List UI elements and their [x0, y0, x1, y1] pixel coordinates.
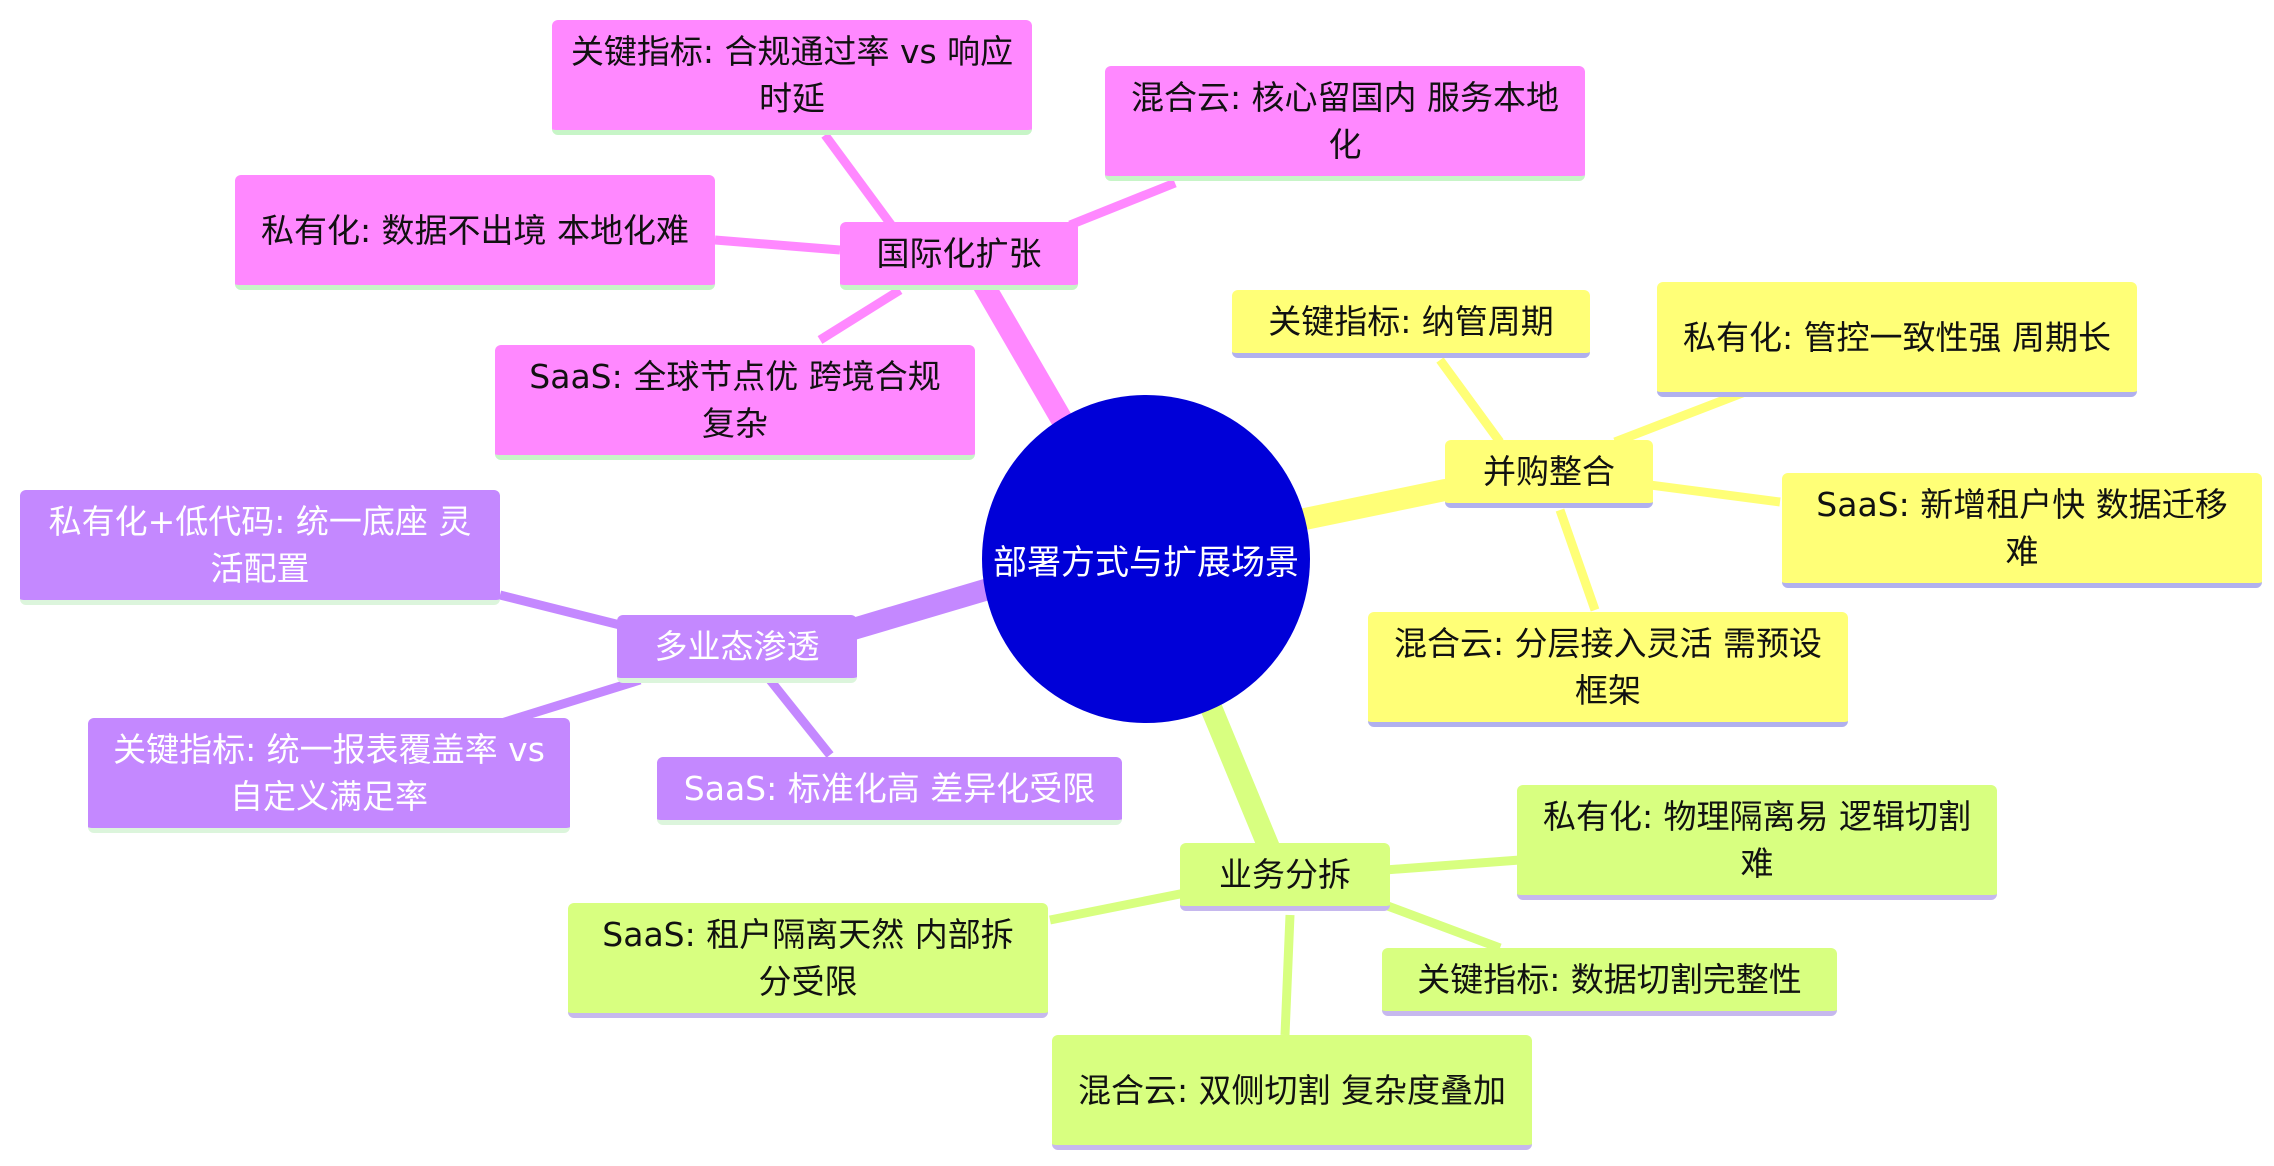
branch-merge-label: 并购整合 [1483, 452, 1615, 491]
intl-leaf-1[interactable]: 混合云: 核心留国内 服务本地化 [1105, 66, 1585, 181]
leaf-text: 关键指标: 合规通过率 vs 响应时延 [570, 32, 1014, 118]
merge-leaf-1[interactable]: 私有化: 管控一致性强 周期长 [1657, 282, 2137, 397]
branch-intl[interactable]: 国际化扩张 [840, 222, 1078, 290]
link-merge-leaf-2 [1649, 480, 1781, 507]
intl-leaf-2[interactable]: 私有化: 数据不出境 本地化难 [235, 175, 715, 290]
link-root-merge [1289, 479, 1456, 531]
leaf-text: 私有化: 物理隔离易 逻辑切割难 [1542, 797, 1972, 883]
link-merge-leaf-1 [1613, 385, 1752, 447]
merge-leaf-3[interactable]: 混合云: 分层接入灵活 需预设框架 [1368, 612, 1848, 727]
leaf-text: SaaS: 全球节点优 跨境合规复杂 [529, 357, 941, 443]
leaf-text: 混合云: 分层接入灵活 需预设框架 [1393, 624, 1823, 710]
link-multi-leaf-0 [498, 590, 622, 630]
split-leaf-0[interactable]: 私有化: 物理隔离易 逻辑切割难 [1517, 785, 1997, 900]
leaf-text: 私有化: 数据不出境 本地化难 [260, 210, 690, 250]
root-label: 部署方式与扩展场景 [993, 542, 1299, 583]
leaf-text: 混合云: 核心留国内 服务本地化 [1130, 78, 1560, 164]
link-split-leaf-2 [1383, 900, 1502, 953]
leaf-text: 混合云: 双侧切割 复杂度叠加 [1077, 1070, 1507, 1110]
link-split-leaf-0 [1384, 855, 1521, 875]
link-intl-leaf-2 [714, 235, 841, 255]
link-merge-leaf-0 [1436, 357, 1504, 445]
link-root-multi [839, 579, 996, 641]
multi-leaf-1[interactable]: 关键指标: 统一报表覆盖率 vs 自定义满足率 [88, 718, 570, 833]
branch-multi[interactable]: 多业态渗透 [617, 615, 857, 683]
branch-multi-label: 多业态渗透 [654, 627, 820, 666]
leaf-text: 私有化+低代码: 统一底座 灵活配置 [48, 502, 472, 588]
leaf-text: SaaS: 租户隔离天然 内部拆分受限 [602, 915, 1014, 1001]
root-node[interactable]: 部署方式与扩展场景 [982, 395, 1310, 723]
leaf-text: 关键指标: 纳管周期 [1268, 302, 1554, 341]
intl-leaf-0[interactable]: 关键指标: 合规通过率 vs 响应时延 [552, 20, 1032, 135]
leaf-text: 私有化: 管控一致性强 周期长 [1682, 317, 2112, 357]
split-leaf-1[interactable]: SaaS: 租户隔离天然 内部拆分受限 [568, 903, 1048, 1018]
link-split-leaf-3 [1280, 914, 1295, 1036]
link-merge-leaf-3 [1555, 508, 1600, 612]
merge-leaf-0[interactable]: 关键指标: 纳管周期 [1232, 290, 1590, 358]
leaf-text: SaaS: 标准化高 差异化受限 [683, 769, 1096, 808]
link-intl-leaf-1 [1068, 178, 1177, 230]
link-root-split [1199, 694, 1281, 861]
branch-split-label: 业务分拆 [1219, 855, 1351, 894]
leaf-text: SaaS: 新增租户快 数据迁移难 [1816, 485, 2228, 571]
branch-intl-label: 国际化扩张 [876, 234, 1042, 273]
branch-merge[interactable]: 并购整合 [1445, 440, 1653, 508]
intl-leaf-3[interactable]: SaaS: 全球节点优 跨境合规复杂 [495, 345, 975, 460]
link-root-intl [964, 259, 1073, 431]
split-leaf-2[interactable]: 关键指标: 数据切割完整性 [1382, 948, 1837, 1016]
link-intl-leaf-0 [821, 132, 899, 233]
leaf-text: 关键指标: 统一报表覆盖率 vs 自定义满足率 [113, 730, 545, 816]
leaf-text: 关键指标: 数据切割完整性 [1417, 960, 1802, 999]
link-multi-leaf-2 [766, 677, 834, 758]
multi-leaf-0[interactable]: 私有化+低代码: 统一底座 灵活配置 [20, 490, 500, 605]
link-split-leaf-1 [1049, 888, 1186, 925]
split-leaf-3[interactable]: 混合云: 双侧切割 复杂度叠加 [1052, 1035, 1532, 1150]
link-intl-leaf-3 [817, 286, 903, 344]
multi-leaf-2[interactable]: SaaS: 标准化高 差异化受限 [657, 757, 1122, 825]
link-multi-leaf-1 [493, 675, 642, 730]
branch-split[interactable]: 业务分拆 [1180, 843, 1390, 911]
merge-leaf-2[interactable]: SaaS: 新增租户快 数据迁移难 [1782, 473, 2262, 588]
